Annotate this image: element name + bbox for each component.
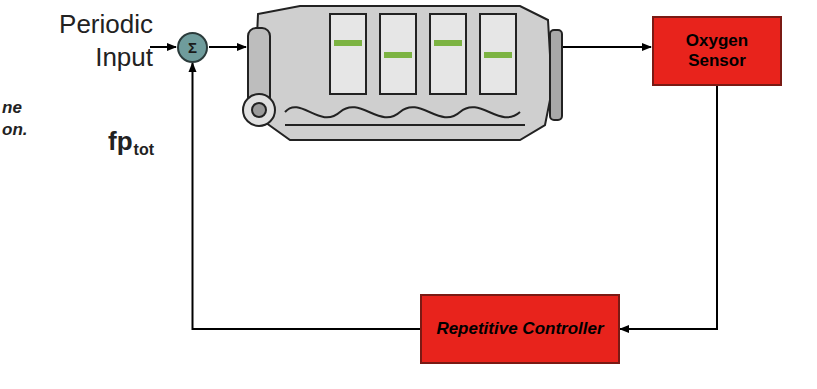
crankshaft <box>285 107 525 125</box>
cylinder <box>430 14 466 94</box>
node-text: Σ <box>188 39 197 56</box>
cylinder <box>380 14 416 94</box>
piston <box>434 40 462 46</box>
piston <box>384 52 412 58</box>
controller-box: Repetitive Controller <box>420 294 620 364</box>
sensor-box: Oxygen Sensor <box>652 16 782 86</box>
signal-name: fp <box>108 126 133 157</box>
fuel-arrow <box>209 46 246 48</box>
cylinder <box>480 14 516 94</box>
cut-note: on. <box>2 120 28 140</box>
feedback-connector <box>620 86 717 329</box>
summing-junction: Σ <box>177 32 208 63</box>
signal-subscript: tot <box>134 141 154 159</box>
node-text: Oxygen Sensor <box>664 31 770 72</box>
node-text: Repetitive Controller <box>436 319 603 339</box>
cylinder <box>330 14 366 94</box>
cut-note: ne <box>2 98 22 118</box>
exhaust-arrow <box>560 46 651 48</box>
piston <box>484 52 512 58</box>
piston <box>334 40 362 46</box>
input-label: Periodic Input <box>43 8 153 73</box>
engine-block <box>243 6 562 140</box>
feedback-connector <box>193 63 421 329</box>
input-arrow <box>150 46 176 48</box>
